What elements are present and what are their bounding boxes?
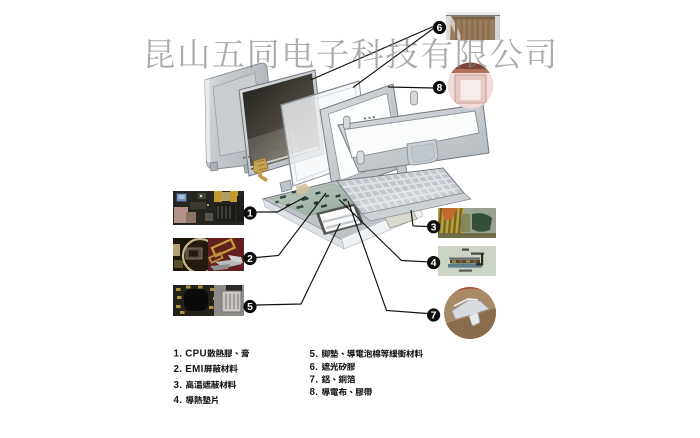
svg-text:3.: 3. — [174, 380, 183, 391]
svg-text:1. CPU: 1. CPU — [174, 349, 207, 360]
svg-text:8: 8 — [437, 83, 443, 94]
svg-text:1: 1 — [247, 209, 253, 220]
svg-text:6: 6 — [437, 23, 443, 34]
svg-text:7.: 7. — [310, 375, 319, 386]
svg-text:2: 2 — [247, 254, 253, 265]
svg-text:5: 5 — [247, 302, 253, 313]
svg-text:8.: 8. — [310, 387, 319, 398]
svg-text:4: 4 — [431, 258, 437, 269]
svg-text:5.: 5. — [310, 349, 319, 360]
svg-text:2. EMI: 2. EMI — [174, 364, 204, 375]
svg-text:7: 7 — [431, 311, 437, 322]
svg-text:6.: 6. — [310, 362, 319, 373]
svg-text:4.: 4. — [174, 395, 183, 406]
svg-text:3: 3 — [431, 222, 437, 233]
